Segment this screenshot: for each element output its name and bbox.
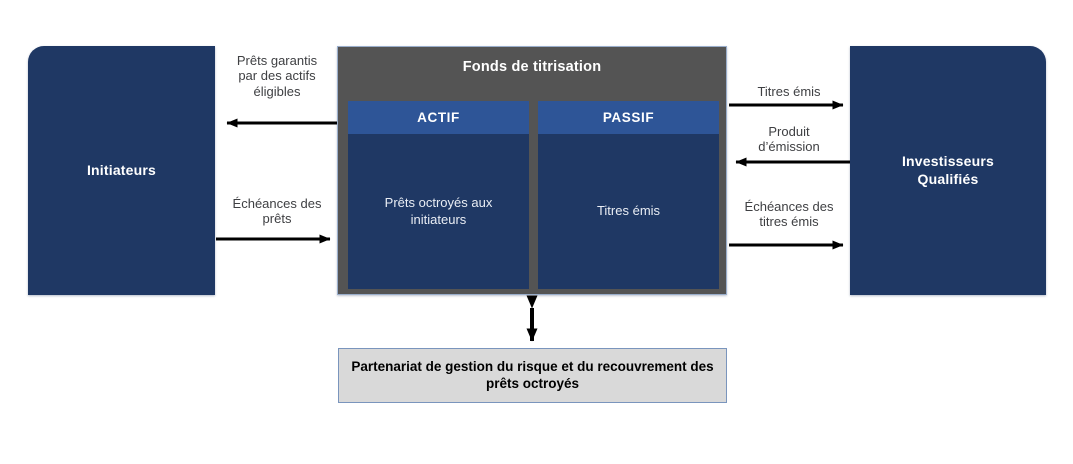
node-investisseurs-qualifies[interactable]: Investisseurs Qualifiés (850, 46, 1046, 295)
fund-panel-passif[interactable]: PASSIF Titres émis (538, 101, 719, 289)
fund-panel-actif[interactable]: ACTIF Prêts octroyés aux initiateurs (348, 101, 529, 289)
flow-label-titres-emis: Titres émis (757, 84, 821, 99)
fund-title: Fonds de titrisation (462, 59, 602, 75)
fund-panel-actif-header: ACTIF (348, 101, 529, 134)
node-investisseurs-label: Investisseurs Qualifiés (901, 153, 995, 187)
node-fonds-de-titrisation[interactable]: Fonds de titrisation ACTIF Prêts octroyé… (337, 46, 727, 295)
node-initiateurs[interactable]: Initiateurs (28, 46, 215, 295)
node-partenariat-label: Partenariat de gestion du risque et du r… (351, 358, 714, 391)
fund-panel-passif-header: PASSIF (538, 101, 719, 134)
fund-panel-actif-body: Prêts octroyés aux initiateurs (384, 194, 493, 227)
flow-label-produit-demission: Produit d’émission (758, 124, 820, 155)
flow-label-prets-garantis: Prêts garantis par des actifs éligibles (236, 53, 318, 99)
node-initiateurs-label: Initiateurs (86, 161, 157, 178)
flow-label-echeances-titres-emis: Échéances des titres émis (744, 199, 834, 230)
flow-label-echeances-prets: Échéances des prêts (232, 196, 322, 227)
fund-panel-passif-body: Titres émis (596, 203, 661, 219)
node-partenariat-gestion-risque[interactable]: Partenariat de gestion du risque et du r… (338, 348, 727, 403)
